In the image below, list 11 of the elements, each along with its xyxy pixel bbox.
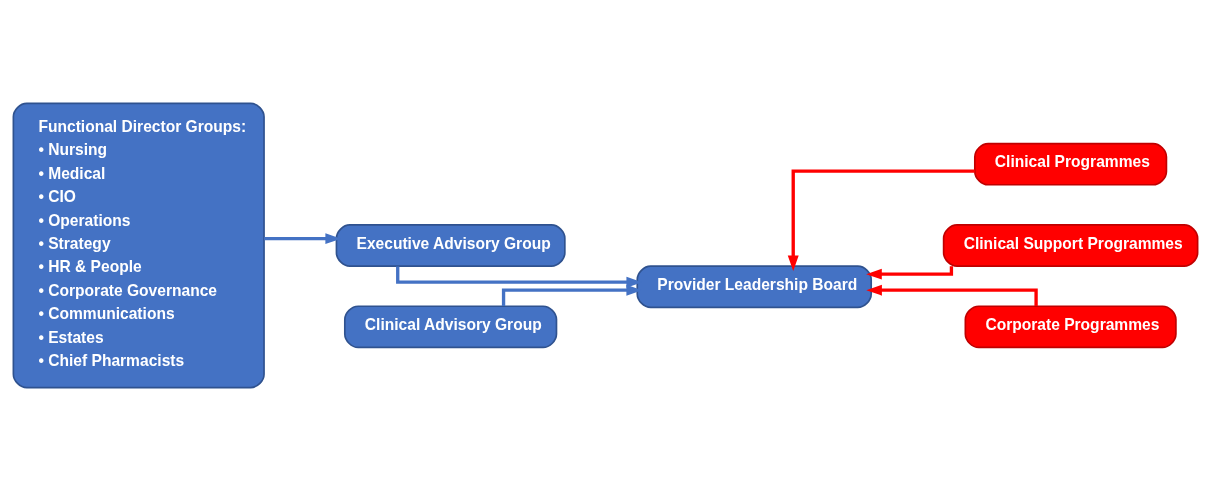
node-box: Functional Director Groups: • Nursing • Medical • CIO • Operations • Strategy • HR & People • Corporate Governance • Communications • Estates • Chief Pharmacists bbox=[12, 102, 265, 388]
node-box: Clinical Advisory Group bbox=[343, 304, 558, 348]
arrow bbox=[264, 232, 341, 244]
node-box: Clinical Programmes bbox=[973, 142, 1168, 186]
arrow bbox=[866, 284, 1038, 306]
arrow bbox=[787, 168, 975, 271]
arrow bbox=[866, 265, 954, 280]
node-box: Provider Leadership Board bbox=[636, 264, 873, 308]
node-box: Corporate Programmes bbox=[964, 304, 1177, 348]
node-box: Executive Advisory Group bbox=[335, 223, 566, 267]
node-box: Clinical Support Programmes bbox=[942, 223, 1199, 267]
